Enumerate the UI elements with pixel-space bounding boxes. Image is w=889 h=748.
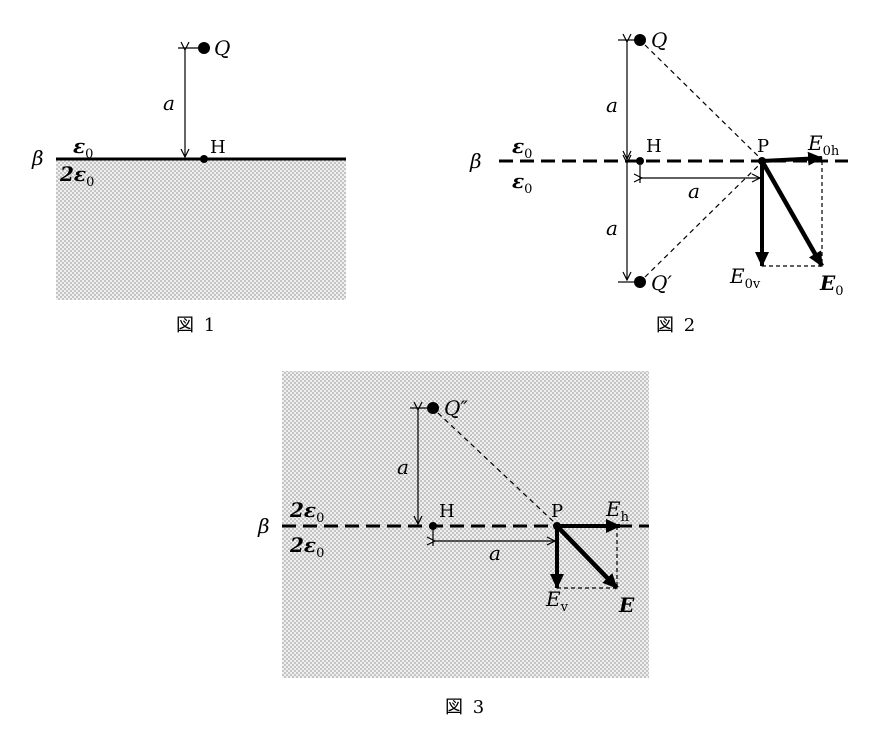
eps-lower-label: 2ε0 (59, 162, 94, 190)
field-eh-label: Eh (605, 497, 630, 525)
foot-h (200, 155, 208, 163)
image-charge-q-prime (634, 276, 646, 288)
image-charge-q-double-prime (427, 402, 439, 414)
foot-h (636, 157, 644, 165)
figure-1: Q H a β ε0 2ε0 図 1 (31, 36, 346, 336)
charge-q-label: Q (651, 28, 667, 52)
field-e0-label: E0 (819, 271, 844, 299)
field-ev-label: Ev (545, 587, 569, 615)
eps-lower-label: 2ε0 (289, 533, 324, 561)
charge-q (198, 42, 210, 54)
distance-up-label: a (397, 455, 409, 479)
foot-h (429, 522, 437, 530)
distance-up-label: a (606, 93, 618, 117)
foot-h-label: H (210, 137, 226, 158)
foot-h-label: H (439, 501, 455, 522)
image-charge-label: Q″ (444, 396, 468, 420)
eps-upper-label: ε0 (73, 134, 93, 162)
foot-h-label: H (646, 136, 662, 157)
distance-label: a (163, 91, 175, 115)
figure-3: Q″ H P a a β 2ε0 2ε0 Eh Ev E 図 3 (257, 371, 649, 718)
field-e0-arrow (760, 159, 824, 268)
dielectric-region (56, 160, 346, 300)
field-e0h-label: E0h (807, 131, 840, 159)
field-e-label: E (618, 593, 635, 617)
caption-1: 図 1 (176, 315, 217, 336)
distance-h-label: a (688, 179, 700, 203)
distance-down-label: a (606, 216, 618, 240)
charge-q-label: Q (214, 36, 230, 60)
point-p-label: P (551, 501, 563, 522)
plane-label: β (469, 149, 482, 173)
image-charge-label: Q′ (651, 271, 672, 295)
caption-3: 図 3 (445, 697, 486, 718)
field-e-arrow (555, 524, 619, 590)
charge-q (634, 34, 646, 46)
field-e0h-arrow (761, 151, 823, 166)
plane-label: β (31, 146, 44, 170)
point-p-label: P (757, 136, 769, 157)
eps-lower-label: ε0 (512, 169, 532, 197)
eps-upper-label: ε0 (512, 134, 532, 162)
caption-2: 図 2 (656, 315, 697, 336)
figure-2: Q Q′ H P a a a β ε0 ε0 E0h E0v E0 図 2 (469, 28, 848, 336)
dashed-line-q-p (644, 44, 761, 159)
field-e0v-label: E0v (729, 264, 761, 292)
dashed-line-qprime-p (644, 163, 761, 278)
eps-upper-label: 2ε0 (289, 498, 324, 526)
distance-h-label: a (489, 541, 501, 565)
plane-label: β (257, 514, 270, 538)
